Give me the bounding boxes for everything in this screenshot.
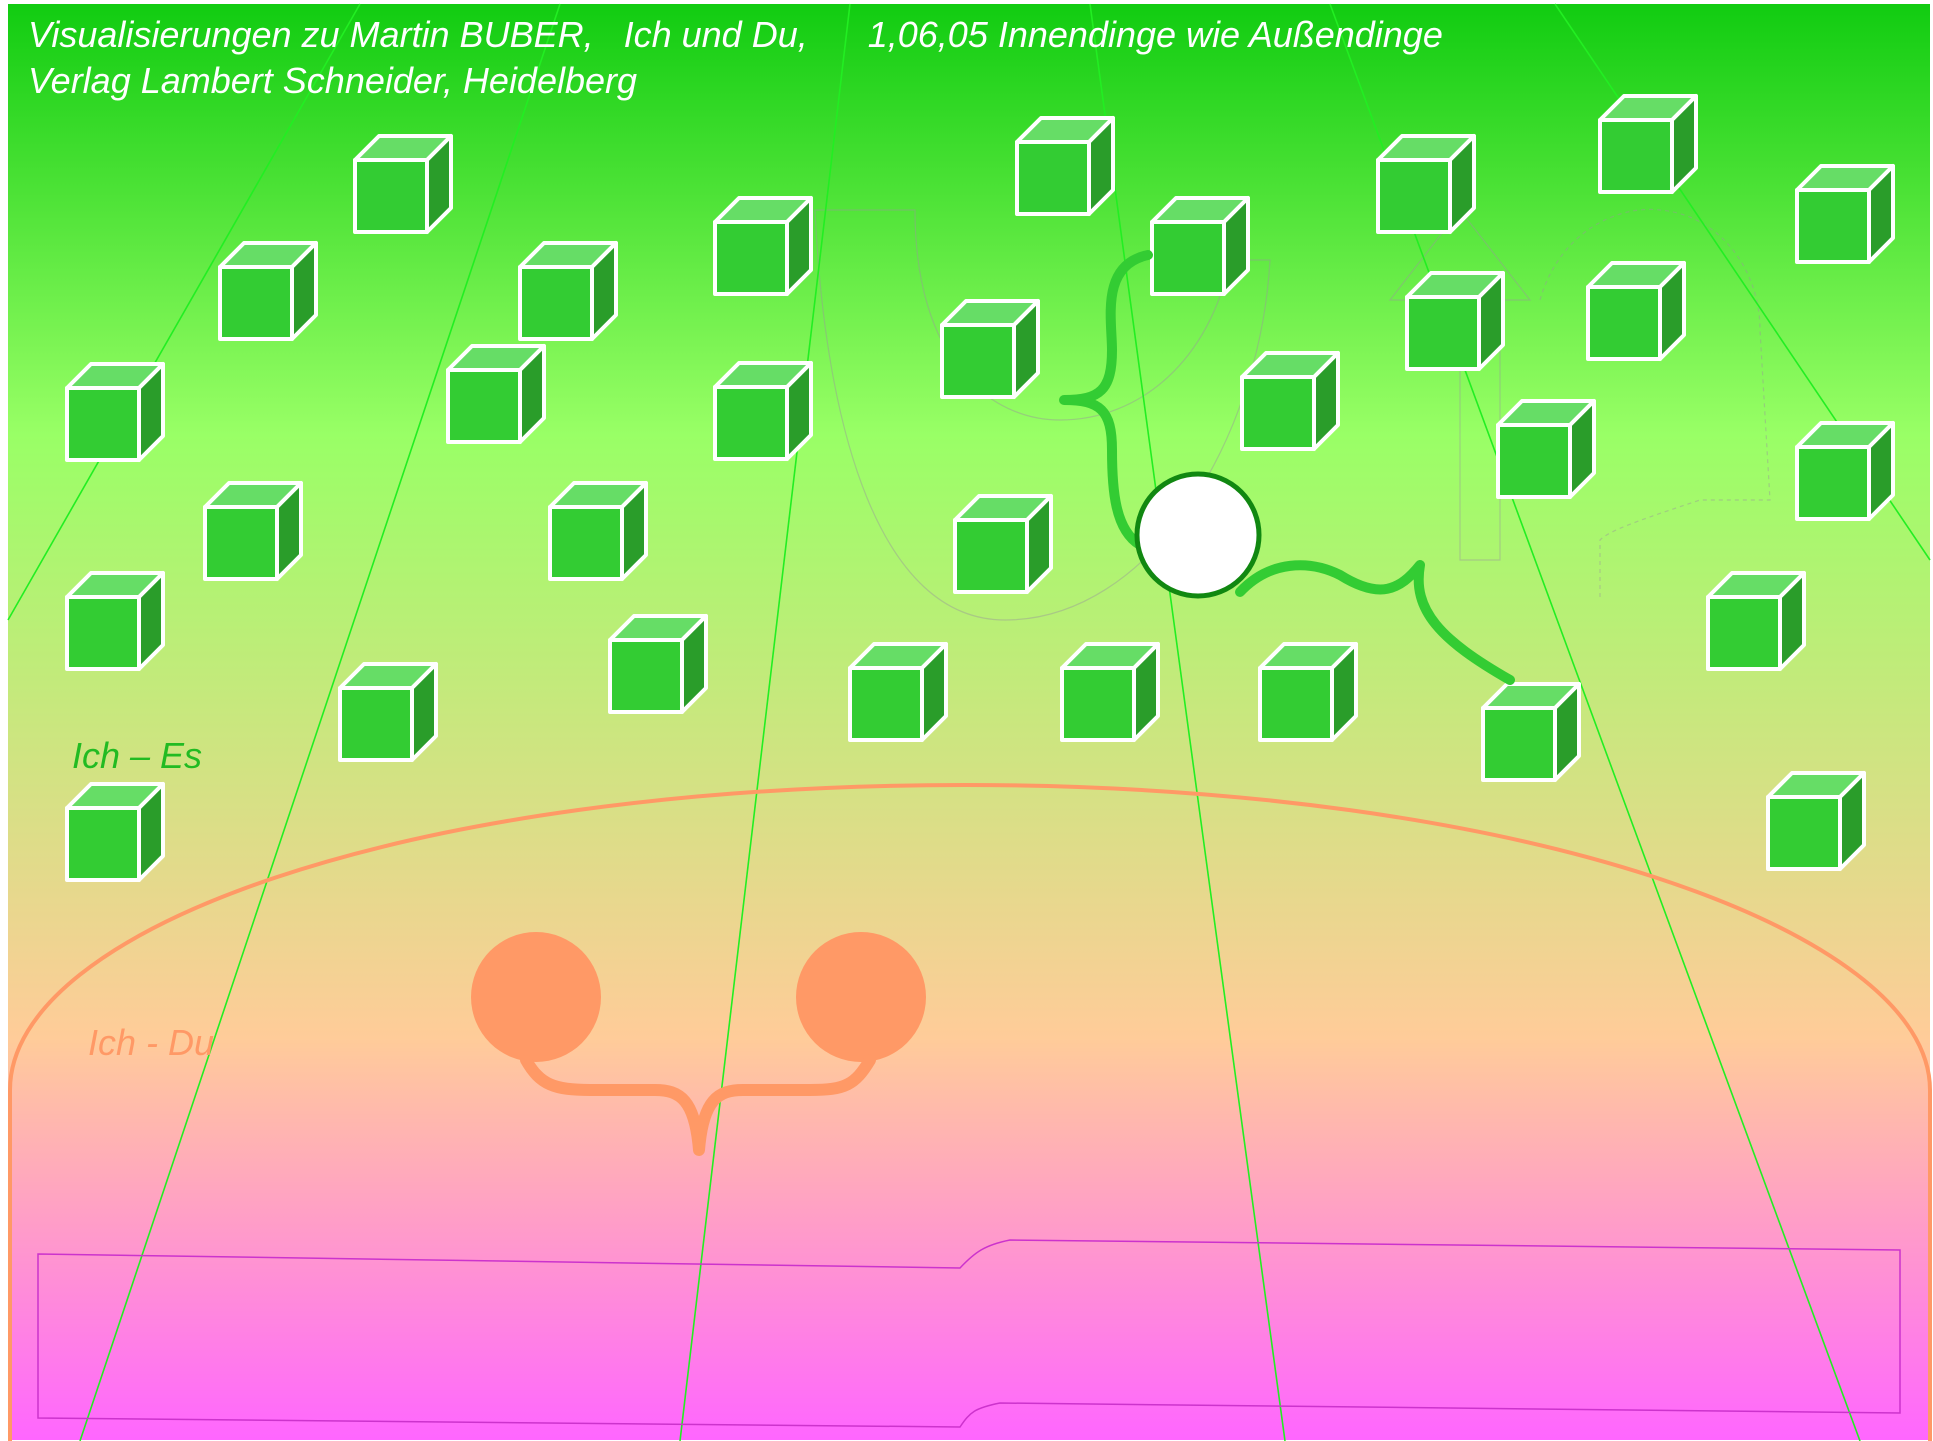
cube-face <box>955 520 1027 592</box>
cube-face <box>1017 142 1089 214</box>
ich-node-circle <box>1137 474 1259 596</box>
cube <box>1797 166 1893 262</box>
cube-face <box>1378 160 1450 232</box>
cube <box>1498 401 1594 497</box>
cube <box>1152 198 1248 294</box>
cube <box>1017 118 1113 214</box>
cube-face <box>1588 287 1660 359</box>
cube-face <box>1407 297 1479 369</box>
cube-face <box>448 370 520 442</box>
cube-face <box>1483 708 1555 780</box>
cube-face <box>715 387 787 459</box>
label-ich-du: Ich - Du <box>88 1022 214 1064</box>
title-line-2: Verlag Lambert Schneider, Heidelberg <box>28 60 637 102</box>
cube <box>1768 773 1864 869</box>
cube <box>67 573 163 669</box>
cube <box>340 664 436 760</box>
cube-face <box>67 388 139 460</box>
cube-face <box>355 160 427 232</box>
cube-face <box>942 325 1014 397</box>
cube <box>1483 684 1579 780</box>
cube-face <box>1708 597 1780 669</box>
title-line-1: Visualisierungen zu Martin BUBER, Ich un… <box>28 14 1443 56</box>
cube <box>67 784 163 880</box>
cube <box>1588 263 1684 359</box>
cube-face <box>67 597 139 669</box>
cube <box>942 301 1038 397</box>
cube-face <box>1242 377 1314 449</box>
cube-face <box>1797 190 1869 262</box>
cube-face <box>1498 425 1570 497</box>
cube <box>520 243 616 339</box>
cube <box>355 136 451 232</box>
cube <box>1260 644 1356 740</box>
cube-face <box>1797 447 1869 519</box>
cube-face <box>1152 222 1224 294</box>
cube <box>1407 273 1503 369</box>
ich-du-left-circle <box>471 932 601 1062</box>
cube-face <box>520 267 592 339</box>
cube-face <box>1768 797 1840 869</box>
cube <box>550 483 646 579</box>
cube-face <box>1260 668 1332 740</box>
cube <box>67 364 163 460</box>
cube-face <box>715 222 787 294</box>
cube <box>205 483 301 579</box>
cube <box>220 243 316 339</box>
cube-face <box>850 668 922 740</box>
cube-face <box>340 688 412 760</box>
cube <box>850 644 946 740</box>
cube <box>955 496 1051 592</box>
cube-face <box>1062 668 1134 740</box>
cube <box>1600 96 1696 192</box>
cube <box>1708 573 1804 669</box>
background-gradient <box>8 4 1930 1440</box>
cube-face <box>1600 120 1672 192</box>
cube <box>1797 423 1893 519</box>
label-ich-es: Ich – Es <box>72 735 202 777</box>
cube <box>1242 353 1338 449</box>
cube <box>448 346 544 442</box>
cube-face <box>67 808 139 880</box>
cube-face <box>610 640 682 712</box>
cube <box>715 198 811 294</box>
cube-face <box>205 507 277 579</box>
cube-face <box>550 507 622 579</box>
cube-face <box>220 267 292 339</box>
cube <box>610 616 706 712</box>
cube <box>715 363 811 459</box>
cube <box>1378 136 1474 232</box>
cube <box>1062 644 1158 740</box>
ich-du-right-circle <box>796 932 926 1062</box>
